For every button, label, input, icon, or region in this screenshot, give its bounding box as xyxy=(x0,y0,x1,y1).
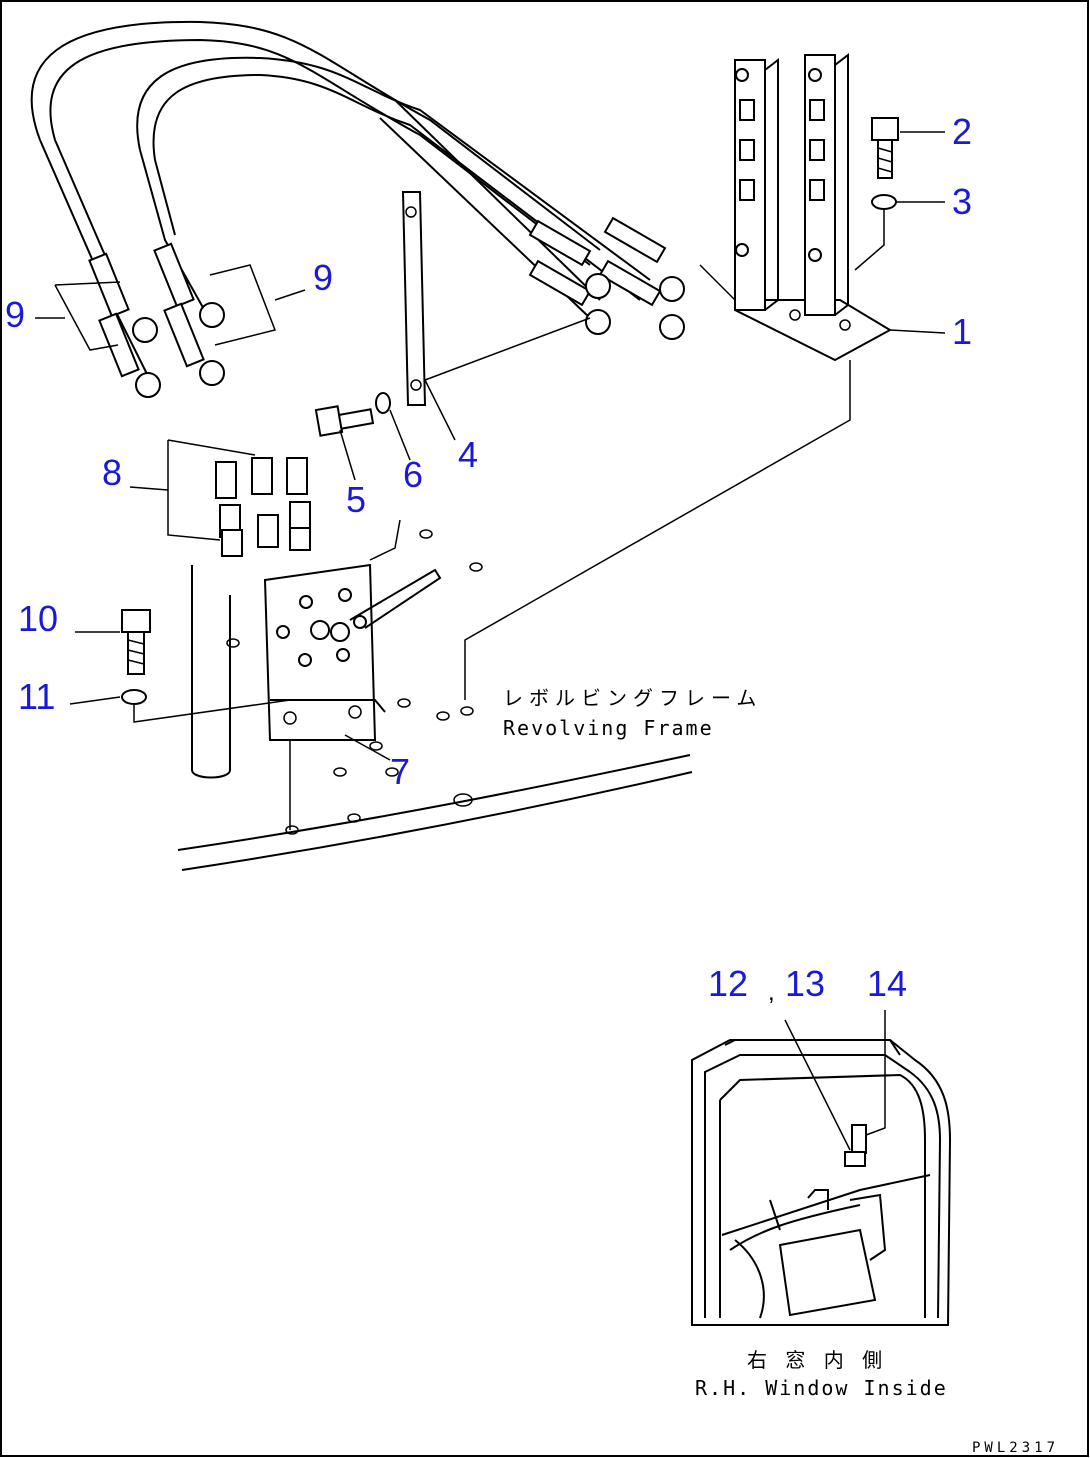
leader-lines xyxy=(35,131,946,761)
washer-icon xyxy=(121,689,147,705)
callout-6: 6 xyxy=(403,454,423,495)
revolving-frame-label-en: Revolving Frame xyxy=(503,716,714,740)
callout-7: 7 xyxy=(390,751,410,792)
bolt-icon xyxy=(871,117,899,179)
callout-3: 3 xyxy=(952,181,972,222)
callout-separator: , xyxy=(768,979,775,1006)
callout-8: 8 xyxy=(102,452,122,493)
callout-5: 5 xyxy=(346,479,366,520)
bolt-icon xyxy=(314,405,375,437)
callout-12: 12 xyxy=(708,963,748,1004)
washer-icon xyxy=(871,194,897,210)
callout-14: 14 xyxy=(867,963,907,1004)
callout-2: 2 xyxy=(952,111,972,152)
valve-bracket xyxy=(263,519,442,830)
hose-assembly xyxy=(30,20,651,381)
adapter-fittings xyxy=(215,457,311,557)
callout-10: 10 xyxy=(18,598,58,639)
pipe xyxy=(191,565,231,779)
callout-11: 11 xyxy=(18,676,55,717)
hose-fittings-left xyxy=(88,242,225,398)
callout-4: 4 xyxy=(458,434,478,475)
revolving-frame-label-jp: レボルビングフレーム xyxy=(503,686,762,710)
revolving-frame xyxy=(177,529,693,871)
strap-plate xyxy=(401,191,591,406)
bolt-icon xyxy=(121,609,151,675)
hose-bracket-stand xyxy=(464,52,893,700)
washer-icon xyxy=(375,392,391,414)
callout-9-right: 9 xyxy=(313,257,333,298)
cab-window-inset xyxy=(691,1010,952,1326)
hose-fittings-right xyxy=(528,216,685,340)
window-label-en: R.H. Window Inside xyxy=(695,1376,948,1400)
callout-9-left: 9 xyxy=(5,294,25,335)
callout-13: 13 xyxy=(785,963,825,1004)
callout-labels: 1 2 3 4 5 6 7 8 9 9 10 11 12 , 13 14 xyxy=(5,111,972,1006)
window-label-jp: 右 窓 内 側 xyxy=(747,1348,888,1372)
callout-1: 1 xyxy=(952,311,972,352)
drawing-code: PWL2317 xyxy=(972,1440,1059,1456)
